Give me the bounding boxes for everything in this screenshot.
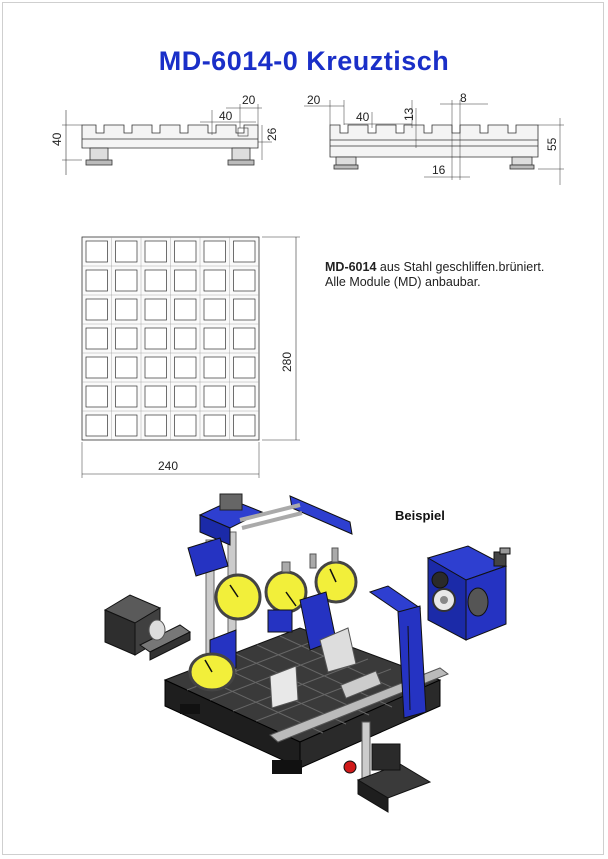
grid-cell [144, 240, 167, 263]
grid-cell [115, 269, 138, 292]
grid-cell [233, 414, 256, 437]
dim-side-slot-width: 8 [460, 91, 467, 105]
grid-cell [203, 385, 226, 408]
grid-cell [85, 240, 108, 263]
grid-cell [203, 298, 226, 321]
grid-cell [144, 327, 167, 350]
grid-cell [115, 327, 138, 350]
dim-front-slot-spacing: 40 [219, 109, 233, 123]
example-module [426, 545, 511, 641]
angle-block [103, 594, 191, 661]
center-holder [267, 591, 357, 709]
grid-cell [144, 269, 167, 292]
grid-cell [203, 327, 226, 350]
example-assembly-illustration [103, 493, 511, 813]
dim-top-length: 280 [280, 352, 294, 372]
grid-cell [174, 327, 197, 350]
grid-cell [144, 385, 167, 408]
dim-side-edge-offset: 20 [307, 93, 321, 107]
description-line-2: Alle Module (MD) anbaubar. [325, 275, 481, 289]
dim-side-height: 55 [545, 137, 559, 151]
page-title: MD-6014-0 Kreuztisch [158, 46, 450, 76]
grid-cell [85, 356, 108, 379]
side-view-labels: 20 40 13 8 55 16 [307, 91, 559, 177]
grid-cell [115, 240, 138, 263]
model-code: MD-6014 [325, 260, 377, 274]
dim-front-slot-depth: 26 [265, 127, 279, 141]
example-label: Beispiel [395, 508, 445, 523]
height-arm [368, 585, 427, 719]
grid-cell [85, 385, 108, 408]
grid-cell [85, 327, 108, 350]
lever [343, 721, 432, 813]
dim-top-width: 240 [158, 459, 178, 473]
dial-gauges [188, 547, 358, 692]
grid-cell [174, 356, 197, 379]
grid-cell [174, 298, 197, 321]
grid-cell [115, 385, 138, 408]
grid-cell [233, 356, 256, 379]
grid-cell [144, 356, 167, 379]
grid-cell [233, 240, 256, 263]
grid-cell [85, 269, 108, 292]
dim-side-offset: 16 [432, 163, 446, 177]
grid-cell [144, 298, 167, 321]
front-view-labels: 40 40 20 26 [50, 93, 279, 146]
front-view [62, 104, 272, 175]
grid-cell [174, 269, 197, 292]
dim-front-height: 40 [50, 132, 64, 146]
top-view-labels: 280 240 [158, 352, 294, 473]
grid-cell [203, 356, 226, 379]
grid-cell [233, 298, 256, 321]
grid-cell [85, 298, 108, 321]
dim-side-slot-spacing: 40 [356, 110, 370, 124]
grid-cell [203, 269, 226, 292]
description: MD-6014 aus Stahl geschliffen.brüniert. … [325, 260, 544, 290]
grid-cell [85, 414, 108, 437]
description-line-1: MD-6014 aus Stahl geschliffen.brüniert. [325, 260, 544, 275]
grid-cell [115, 414, 138, 437]
grid-cell [174, 240, 197, 263]
grid-cell [203, 240, 226, 263]
material-note: aus Stahl geschliffen.brüniert. [376, 260, 545, 274]
dim-side-slot-depth: 13 [402, 107, 416, 121]
grid-cell [144, 414, 167, 437]
grid-cell [233, 269, 256, 292]
dim-front-slot-width: 20 [242, 93, 256, 107]
top-view-grid [82, 237, 259, 440]
side-view [304, 100, 564, 185]
grid-cell [203, 414, 226, 437]
grid-cell [174, 414, 197, 437]
grid-cell [115, 298, 138, 321]
grid-cell [174, 385, 197, 408]
grid-cell [233, 327, 256, 350]
grid-cell [233, 385, 256, 408]
grid-cell [115, 356, 138, 379]
top-view [81, 236, 300, 478]
